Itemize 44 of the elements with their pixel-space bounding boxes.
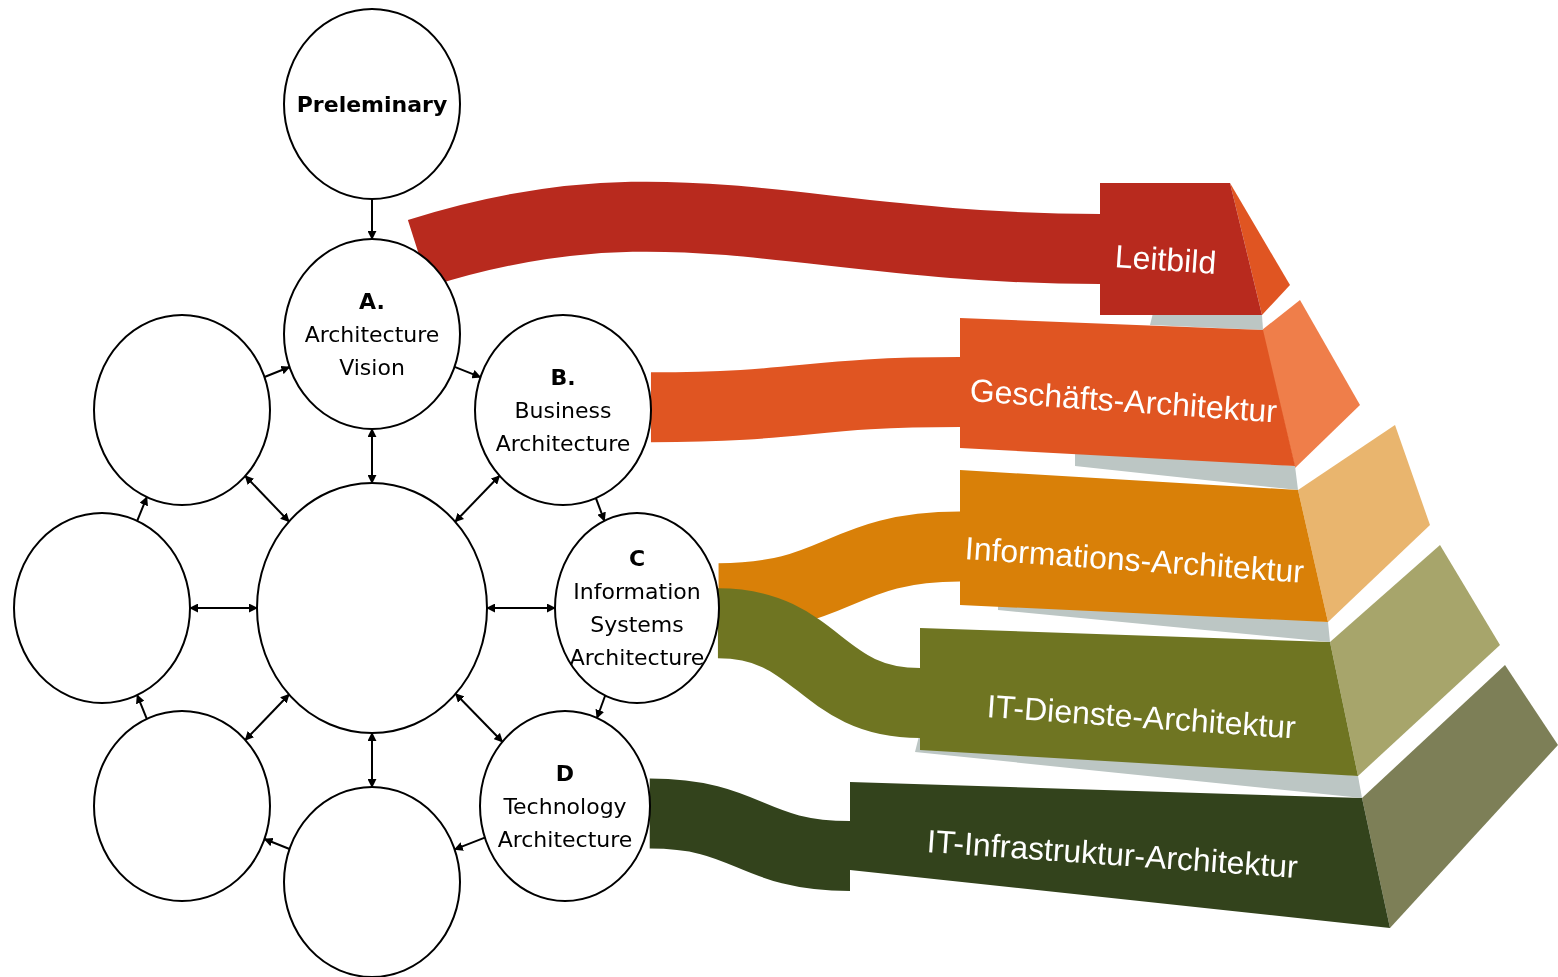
layer-label: Leitbild [1113, 238, 1218, 283]
phase-label: Architecture Vision [303, 320, 441, 382]
arrow [594, 497, 606, 522]
arrow [367, 428, 377, 484]
phase-circle [554, 512, 720, 704]
arrow [454, 692, 504, 743]
arrow [244, 475, 290, 523]
layer-label: Geschäfts-Architektur [968, 372, 1279, 431]
layer-label: Informations-Architektur [963, 530, 1306, 591]
phase-label: Preleminary [296, 90, 448, 119]
pyramid-layer [1100, 183, 1265, 315]
phase-circle [479, 710, 651, 902]
pyramid-layer [850, 782, 1392, 930]
phase-letter: C [628, 545, 646, 573]
arrow [244, 693, 290, 741]
phase-label: Technology Architecture [496, 792, 634, 854]
pyramid-layer [960, 318, 1296, 466]
band-connector [648, 778, 852, 891]
phase-circle [474, 314, 652, 506]
arrow [263, 365, 291, 378]
arrow [367, 732, 377, 788]
arrow [367, 198, 377, 240]
pyramid-layer [960, 468, 1330, 625]
arrow [453, 365, 482, 379]
empty-circle [93, 710, 271, 902]
layer-label: IT-Dienste-Architektur [985, 688, 1297, 747]
arrow [595, 694, 607, 719]
empty-circle [13, 512, 191, 704]
arrow [136, 694, 148, 720]
phase-circle [283, 8, 461, 200]
arrow [136, 496, 148, 522]
arrow [453, 836, 486, 851]
empty-circle [93, 314, 271, 506]
empty-circle [256, 482, 488, 734]
phase-label: Business Architecture [494, 396, 632, 458]
phase-circle [283, 238, 461, 430]
arrow [454, 474, 501, 523]
pyramid-layer [920, 628, 1360, 778]
phase-letter: D [555, 759, 575, 788]
phase-letter: A. [359, 287, 385, 316]
phase-letter: B. [550, 363, 576, 392]
arrow [263, 837, 291, 850]
phase-label: Information Systems Architecture [568, 578, 706, 672]
layer-label: IT-Infrastruktur-Architektur [925, 823, 1300, 886]
